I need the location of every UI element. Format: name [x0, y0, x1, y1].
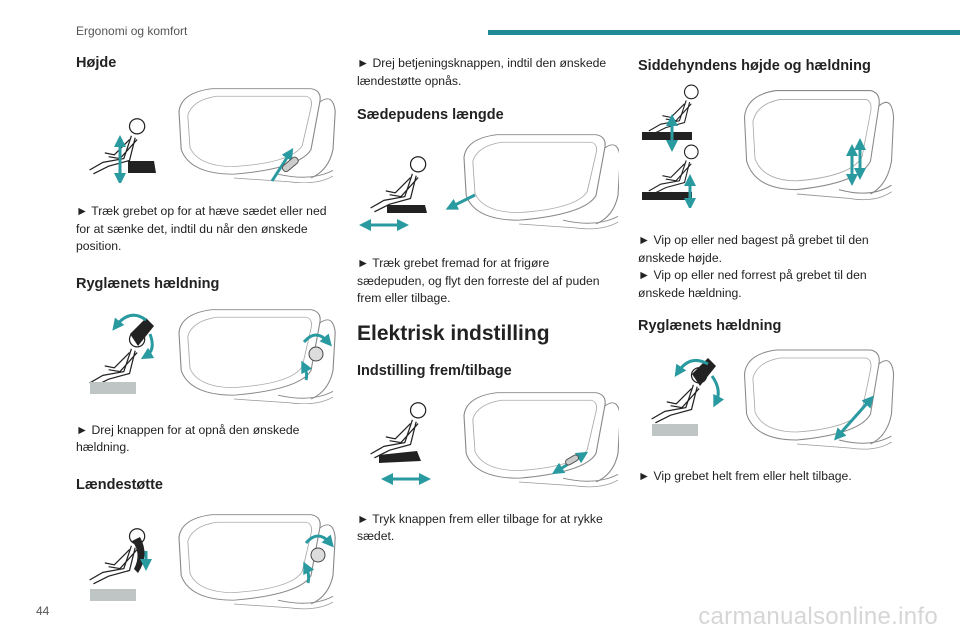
heading-laendestotte: Lændestøtte	[76, 476, 163, 493]
text-ryglaen-2: ► Vip grebet helt frem eller helt tilbag…	[638, 469, 852, 483]
column-1: Højde ► Træk grebet op for at hæve sædet…	[76, 55, 338, 613]
illustration-cushion-height-tilt	[642, 84, 895, 208]
heading-frem-tilbage: Indstilling frem/tilbage	[357, 362, 512, 379]
illustration-fore-aft	[369, 391, 619, 487]
heading-ryglaen-1: Ryglænets hældning	[76, 275, 220, 292]
text-hojde: ► Træk grebet op for at hæve sædet eller…	[76, 204, 327, 253]
text-siddehynde-1: ► Vip op eller ned bagest på grebet til …	[638, 233, 869, 265]
text-ryglaen-1: ► Drej knappen for at opnå den ønskede h…	[76, 422, 300, 455]
heading-siddehynde: Siddehyndens højde og hældning	[638, 58, 871, 74]
column-2: ► Drej betjeningsknappen, indtil den øns…	[357, 55, 619, 546]
page-number: 44	[36, 604, 50, 618]
column-3: Siddehyndens højde og hældning ► Vip op …	[638, 55, 900, 486]
header-accent-bar	[488, 30, 960, 35]
illustration-backrest-knob	[88, 308, 336, 404]
heading-ryglaen-2: Ryglænets hældning	[638, 318, 782, 334]
text-siddehynde-2: ► Vip op eller ned forrest på grebet til…	[638, 268, 867, 300]
section-title: Ergonomi og komfort	[76, 24, 188, 38]
illustration-backrest-lever	[650, 349, 895, 450]
heading-hojde: Højde	[76, 55, 117, 71]
text-saedepude-laengde: ► Træk grebet fremad for at frigøre sæde…	[357, 256, 600, 305]
heading-saedepude-laengde: Sædepudens længde	[357, 107, 504, 123]
illustration-seat-height	[88, 88, 336, 183]
watermark-logo: carmanualsonline.info	[698, 603, 938, 630]
text-frem-tilbage: ► Tryk knappen frem eller tilbage for at…	[357, 511, 603, 544]
text-laendestotte: ► Drej betjeningsknappen, indtil den øns…	[357, 56, 607, 88]
illustration-cushion-length	[359, 134, 619, 231]
illustration-lumbar	[88, 513, 336, 609]
heading-elektrisk: Elektrisk indstilling	[357, 321, 550, 345]
